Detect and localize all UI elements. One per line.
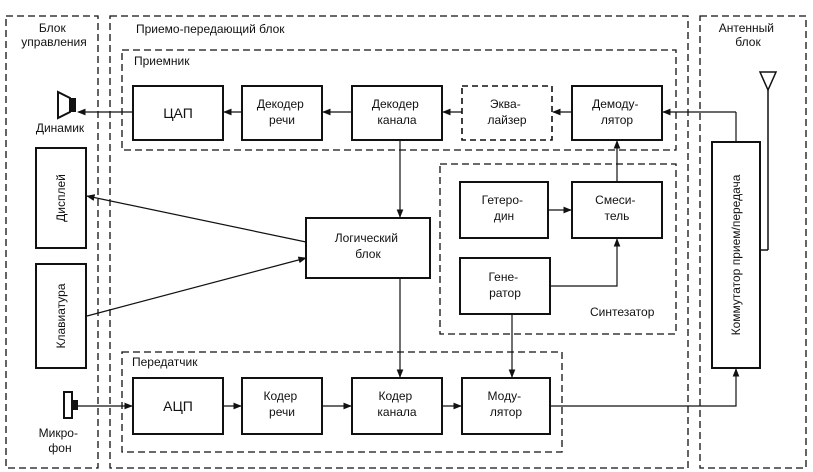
control-unit-frame — [5, 15, 99, 469]
modulator-block — [461, 377, 551, 435]
switch-block — [711, 141, 761, 369]
speaker-label: Динамик — [36, 121, 85, 135]
control-unit-title: Блок управления — [21, 21, 86, 49]
transceiver-title: Приемо-передающий блок — [136, 22, 285, 36]
adc-block — [132, 377, 224, 435]
demodulator-block — [571, 85, 663, 141]
speech-decoder-label: Декодер речи — [257, 97, 307, 127]
heterodyne-label: Гетеро- дин — [482, 193, 527, 223]
generator-block — [459, 257, 551, 315]
speech-decoder-block — [241, 85, 323, 141]
channel-decoder-block — [351, 85, 443, 141]
speech-coder-block — [241, 377, 323, 435]
modulator-label: Моду- лятор — [488, 389, 525, 419]
synthesizer-frame — [439, 163, 677, 335]
switch-label: Коммутатор прием/передача — [729, 174, 743, 335]
microphone-icon — [63, 391, 78, 419]
equalizer-block — [461, 85, 553, 141]
speaker-icon — [57, 90, 76, 120]
antenna-unit-frame — [699, 15, 807, 469]
antenna-unit-title: Антенный блок — [719, 21, 778, 49]
transmitter-frame — [121, 351, 563, 453]
arrow-keyboard-to-logic — [86, 256, 307, 317]
receiver-title: Приемник — [134, 54, 190, 68]
mixer-block — [571, 181, 663, 239]
synthesizer-title: Синтезатор — [590, 305, 655, 319]
speech-coder-label: Кодер речи — [263, 389, 300, 419]
dac-label: ЦАП — [163, 105, 193, 121]
microphone-label: Микро- фон — [39, 426, 82, 455]
heterodyne-block — [459, 181, 549, 239]
channel-coder-block — [351, 377, 443, 435]
logic-block — [305, 217, 431, 279]
equalizer-label: Эква- лайзер — [487, 97, 526, 127]
adc-label: АЦП — [163, 398, 193, 414]
transmitter-title: Передатчик — [132, 355, 198, 369]
logic-block-label: Логический блок — [335, 231, 402, 261]
channel-coder-label: Кодер канала — [377, 389, 416, 419]
generator-label: Гене- ратор — [488, 270, 521, 300]
transceiver-frame — [109, 15, 689, 469]
receiver-frame — [121, 49, 677, 151]
display-block — [35, 147, 87, 249]
dac-block — [132, 85, 224, 141]
mixer-label: Смеси- тель — [595, 193, 639, 223]
keyboard-block — [35, 263, 87, 369]
arrow-generator-to-mixer — [550, 238, 621, 287]
channel-decoder-label: Декодер канала — [372, 97, 422, 127]
antenna-icon — [758, 71, 778, 251]
keyboard-label: Клавиатура — [54, 283, 68, 348]
display-label: Дисплей — [54, 174, 68, 222]
arrow-logic-to-display — [86, 194, 307, 243]
demodulator-label: Демоду- лятор — [592, 97, 642, 127]
arrow-modulator-to-switch — [550, 368, 740, 407]
